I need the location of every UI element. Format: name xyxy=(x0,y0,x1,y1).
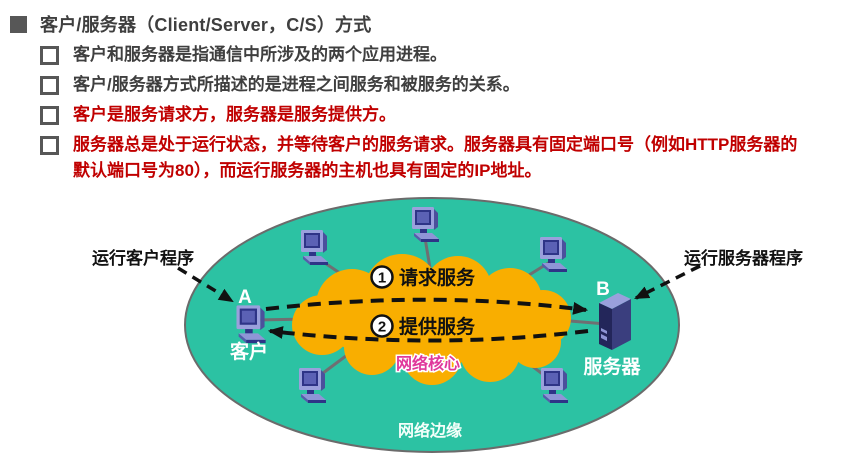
square-bullet-icon xyxy=(10,15,27,33)
client-caption: 客户 xyxy=(230,340,268,363)
svg-text:2: 2 xyxy=(378,319,386,336)
server-letter: B xyxy=(596,279,610,300)
svg-text:提供服务: 提供服务 xyxy=(399,315,476,338)
checkbox-icon xyxy=(40,76,59,95)
slide-title: 客户/服务器（Client/Server，C/S）方式 xyxy=(40,15,372,35)
client-callout-arrow xyxy=(177,266,234,303)
request-service-arrow xyxy=(265,297,589,315)
run-client-program-label: 运行客户程序 xyxy=(92,248,194,268)
svg-text:1: 1 xyxy=(378,270,386,287)
provide-service-arrow xyxy=(267,326,589,343)
checkbox-icon xyxy=(40,46,59,65)
client-computer-icon xyxy=(236,305,266,344)
circled-number-icon xyxy=(370,314,394,338)
bullet-text: 客户/服务器方式所描述的是进程之间服务和被服务的关系。 xyxy=(73,75,520,94)
bullet-item-2: 客户/服务器方式所描述的是进程之间服务和被服务的关系。 xyxy=(40,72,826,98)
svg-text:请求服务: 请求服务 xyxy=(399,266,476,289)
run-server-program-label: 运行服务器程序 xyxy=(684,248,803,268)
bullet-text: 客户和服务器是指通信中所涉及的两个应用进程。 xyxy=(73,45,447,64)
network-edge-label: 网络边缘 xyxy=(398,421,462,440)
desktop-computer-icon xyxy=(299,368,326,403)
bullet-item-1: 客户和服务器是指通信中所涉及的两个应用进程。 xyxy=(40,42,826,68)
desktop-computer-icon xyxy=(412,207,439,242)
client-letter: A xyxy=(238,287,252,308)
slide-title-row: 客户/服务器（Client/Server，C/S）方式 xyxy=(10,11,371,37)
desktop-computer-icon xyxy=(540,237,567,272)
circled-number-icon xyxy=(370,265,394,289)
desktop-computer-icon xyxy=(541,368,568,403)
flow-provide: 2 提供服务 xyxy=(370,314,476,338)
bullet-item-4: 服务器总是处于运行状态，并等待客户的服务请求。服务器具有固定端口号（例如HTTP… xyxy=(40,132,826,184)
server-tower-icon xyxy=(599,293,631,350)
bullet-list: 客户和服务器是指通信中所涉及的两个应用进程。 客户/服务器方式所描述的是进程之间… xyxy=(40,42,826,188)
bullet-item-3: 客户是服务请求方，服务器是服务提供方。 xyxy=(40,102,826,128)
checkbox-icon xyxy=(40,136,59,155)
server-host: B 服务器 xyxy=(583,279,641,378)
network-core-label: 网络核心 xyxy=(396,354,460,373)
desktop-computer-icon xyxy=(301,230,328,265)
server-callout-arrow xyxy=(634,264,701,300)
flow-request: 1 请求服务 xyxy=(370,265,476,289)
server-caption: 服务器 xyxy=(583,355,641,378)
client-host: A 客户 xyxy=(230,287,268,363)
bullet-text: 服务器总是处于运行状态，并等待客户的服务请求。服务器具有固定端口号（例如HTTP… xyxy=(73,135,798,180)
bullet-text: 客户是服务请求方，服务器是服务提供方。 xyxy=(73,105,396,124)
checkbox-icon xyxy=(40,106,59,125)
